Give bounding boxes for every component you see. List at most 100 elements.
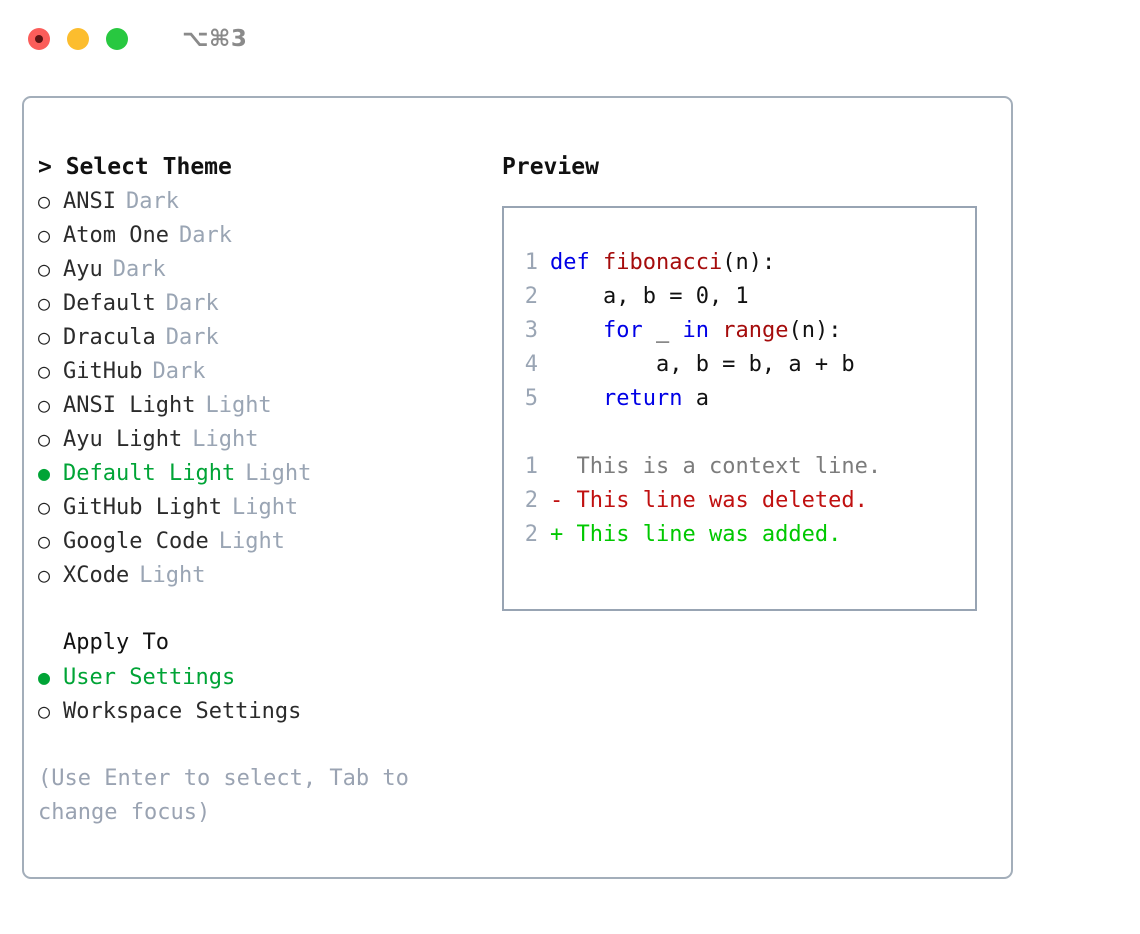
- radio-unselected-icon: ○: [38, 529, 51, 553]
- theme-option-tag: Light: [245, 461, 312, 486]
- theme-option-label: GitHub Light: [63, 495, 222, 520]
- apply-to-list[interactable]: ● User Settings ○ Workspace Settings: [38, 660, 498, 728]
- radio-unselected-icon: ○: [38, 563, 51, 587]
- theme-option-tag: Dark: [178, 223, 232, 248]
- apply-to-header: Apply To: [63, 630, 169, 655]
- code-token-fn: range: [722, 318, 789, 343]
- radio-unselected-icon: ○: [38, 699, 51, 723]
- code-line: 3 for _ in range(n):: [504, 314, 975, 348]
- theme-option-label: Ayu: [63, 257, 103, 282]
- theme-option-label: Default Light: [63, 461, 236, 486]
- apply-to-option-label: User Settings: [63, 665, 236, 690]
- code-line-text: a, b = 0, 1: [550, 280, 749, 314]
- line-number: 1: [524, 454, 538, 479]
- theme-option-tag: Dark: [112, 257, 166, 282]
- code-token-pl: [709, 318, 722, 343]
- diff-line-text: This line was deleted.: [576, 488, 868, 513]
- theme-option-label: Ayu Light: [63, 427, 183, 452]
- diff-line-add: 2+ This line was added.: [504, 518, 975, 552]
- radio-selected-icon: ●: [38, 665, 51, 689]
- code-line: 5 return a: [504, 382, 975, 416]
- diff-line-text: This line was added.: [576, 522, 842, 547]
- keyboard-hint-text: (Use Enter to select, Tab to change focu…: [38, 766, 423, 825]
- radio-unselected-icon: ○: [38, 359, 51, 383]
- apply-to-option-workspace-settings[interactable]: ○ Workspace Settings: [38, 694, 498, 728]
- code-token-pl: [550, 386, 603, 411]
- diff-sign: [550, 450, 577, 484]
- theme-option-tag: Light: [218, 529, 285, 554]
- line-number: 2: [524, 284, 538, 309]
- theme-option-tag: Dark: [165, 325, 219, 350]
- code-line: 4 a, b = b, a + b: [504, 348, 975, 382]
- radio-unselected-icon: ○: [38, 189, 51, 213]
- apply-to-option-label: Workspace Settings: [63, 699, 302, 724]
- code-token-pl: (n):: [722, 250, 776, 275]
- theme-option-default-light[interactable]: ● Default Light Light: [38, 456, 498, 490]
- preview-title: Preview: [502, 154, 599, 180]
- code-token-pl: _: [642, 318, 683, 343]
- hint-gap: [38, 728, 498, 762]
- list-gap: [38, 592, 498, 626]
- radio-unselected-icon: ○: [38, 393, 51, 417]
- theme-option-ayu-light[interactable]: ○ Ayu Light Light: [38, 422, 498, 456]
- theme-option-label: ANSI Light: [63, 393, 196, 418]
- theme-option-label: Dracula: [63, 325, 156, 350]
- code-line: 2 a, b = 0, 1: [504, 280, 975, 314]
- theme-option-tag: Light: [139, 563, 206, 588]
- line-number: 1: [524, 250, 538, 275]
- radio-unselected-icon: ○: [38, 427, 51, 451]
- code-token-pl: a, b = b, a + b: [550, 352, 855, 377]
- code-token-kw: for: [602, 318, 643, 343]
- radio-selected-icon: ●: [38, 461, 51, 485]
- keyboard-shortcut-label: ⌥⌘3: [182, 26, 248, 52]
- code-diff-separator: [504, 416, 975, 450]
- diff-line-del: 2- This line was deleted.: [504, 484, 975, 518]
- radio-unselected-icon: ○: [38, 291, 51, 315]
- code-token-pl: a: [682, 386, 709, 411]
- line-number: 3: [524, 318, 538, 343]
- theme-option-tag: Dark: [165, 291, 219, 316]
- theme-option-dracula[interactable]: ○ Dracula Dark: [38, 320, 498, 354]
- theme-option-label: ANSI: [63, 189, 116, 214]
- theme-option-default[interactable]: ○ Default Dark: [38, 286, 498, 320]
- theme-option-xcode[interactable]: ○ XCode Light: [38, 558, 498, 592]
- theme-option-tag: Light: [192, 427, 259, 452]
- window-controls: [28, 28, 128, 50]
- theme-option-google-code[interactable]: ○ Google Code Light: [38, 524, 498, 558]
- code-token-pl: (n):: [788, 318, 842, 343]
- minimize-button[interactable]: [67, 28, 89, 50]
- diff-sample: 1 This is a context line.2- This line wa…: [504, 450, 975, 552]
- radio-unselected-icon: ○: [38, 495, 51, 519]
- theme-option-label: XCode: [63, 563, 130, 588]
- theme-option-label: Google Code: [63, 529, 209, 554]
- theme-option-label: GitHub: [63, 359, 143, 384]
- maximize-button[interactable]: [106, 28, 128, 50]
- theme-option-label: Default: [63, 291, 156, 316]
- line-number: 4: [524, 352, 538, 377]
- line-number: 5: [524, 386, 538, 411]
- radio-unselected-icon: ○: [38, 325, 51, 349]
- select-theme-header: > Select Theme: [38, 154, 232, 180]
- code-token-pl: [550, 318, 603, 343]
- line-number: 2: [524, 488, 538, 513]
- line-number: 2: [524, 522, 538, 547]
- apply-to-option-user-settings[interactable]: ● User Settings: [38, 660, 498, 694]
- diff-sign: -: [550, 488, 577, 513]
- theme-option-ansi-light[interactable]: ○ ANSI Light Light: [38, 388, 498, 422]
- code-line-text: for _ in range(n):: [550, 314, 841, 348]
- code-line-text: return a: [550, 382, 709, 416]
- code-token-pl: a, b = 0, 1: [550, 284, 749, 309]
- theme-option-tag: Light: [205, 393, 272, 418]
- close-button[interactable]: [28, 28, 50, 50]
